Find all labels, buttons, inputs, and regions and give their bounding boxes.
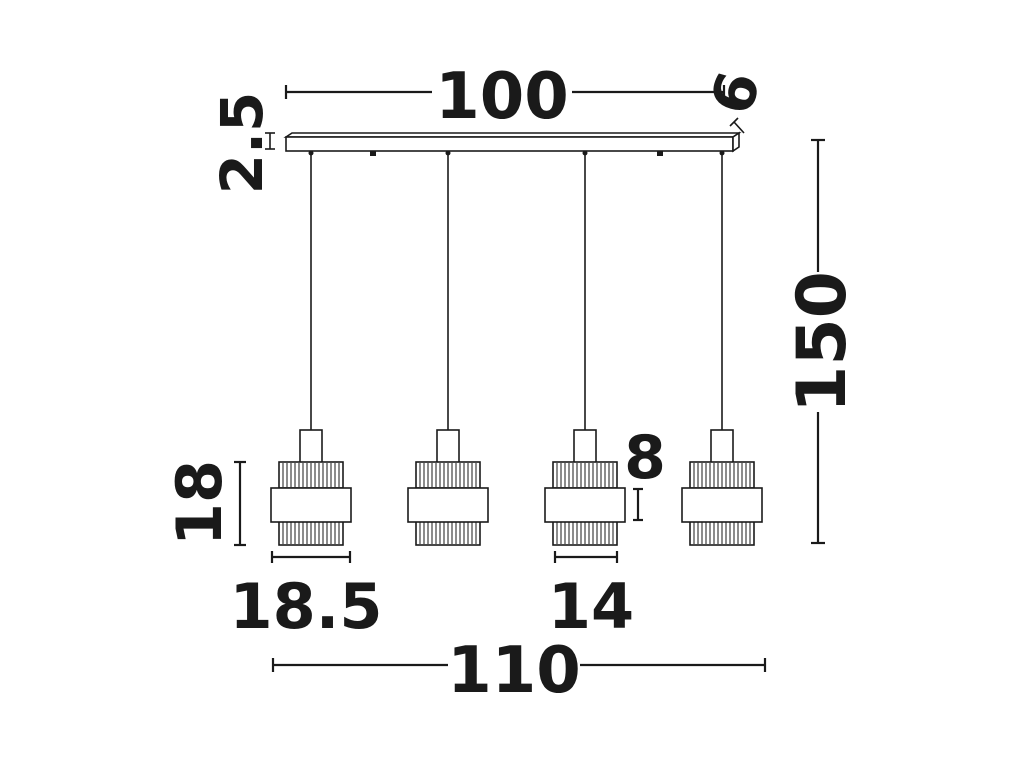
dim-band-height: 8	[624, 423, 666, 522]
canopy-bar	[283, 131, 742, 156]
cord-grip	[719, 150, 725, 156]
shade-band	[544, 487, 626, 523]
socket-cap	[710, 429, 734, 465]
shade-height-label: 18	[163, 460, 236, 546]
cord-grip	[308, 150, 314, 156]
socket-cap	[299, 429, 323, 465]
shade-band	[270, 487, 352, 523]
pendant-3	[544, 150, 626, 546]
dim-canopy-height: 2.5	[208, 92, 276, 195]
socket-cap	[573, 429, 597, 465]
dim-canopy-depth: 6	[698, 65, 774, 134]
shade-band	[407, 487, 489, 523]
total-height-label: 150	[783, 271, 862, 413]
pendant-4	[681, 150, 763, 546]
pendant-1	[270, 150, 352, 546]
band-height-label: 8	[624, 423, 666, 493]
dim-shade-height: 18	[163, 460, 246, 546]
pendant-2	[407, 150, 489, 546]
dim-total-height: 150	[783, 138, 862, 545]
pendant-group	[270, 150, 763, 546]
socket-cap	[436, 429, 460, 465]
total-width-label: 110	[447, 634, 581, 708]
canopy-length-label: 100	[435, 60, 569, 134]
canopy-depth-label: 6	[698, 65, 774, 122]
dim-shade-outer-diameter: 18.5	[230, 551, 383, 643]
shade-inner-diameter-label: 14	[548, 570, 634, 643]
canopy-height-label: 2.5	[208, 92, 276, 195]
dim-shade-inner-diameter: 14	[548, 551, 634, 643]
shade-outer-diameter-label: 18.5	[230, 570, 383, 643]
cord-grip	[582, 150, 588, 156]
shade-band	[681, 487, 763, 523]
cord-grip	[445, 150, 451, 156]
dim-canopy-length: 100	[284, 60, 726, 134]
dim-total-width: 110	[271, 634, 767, 708]
